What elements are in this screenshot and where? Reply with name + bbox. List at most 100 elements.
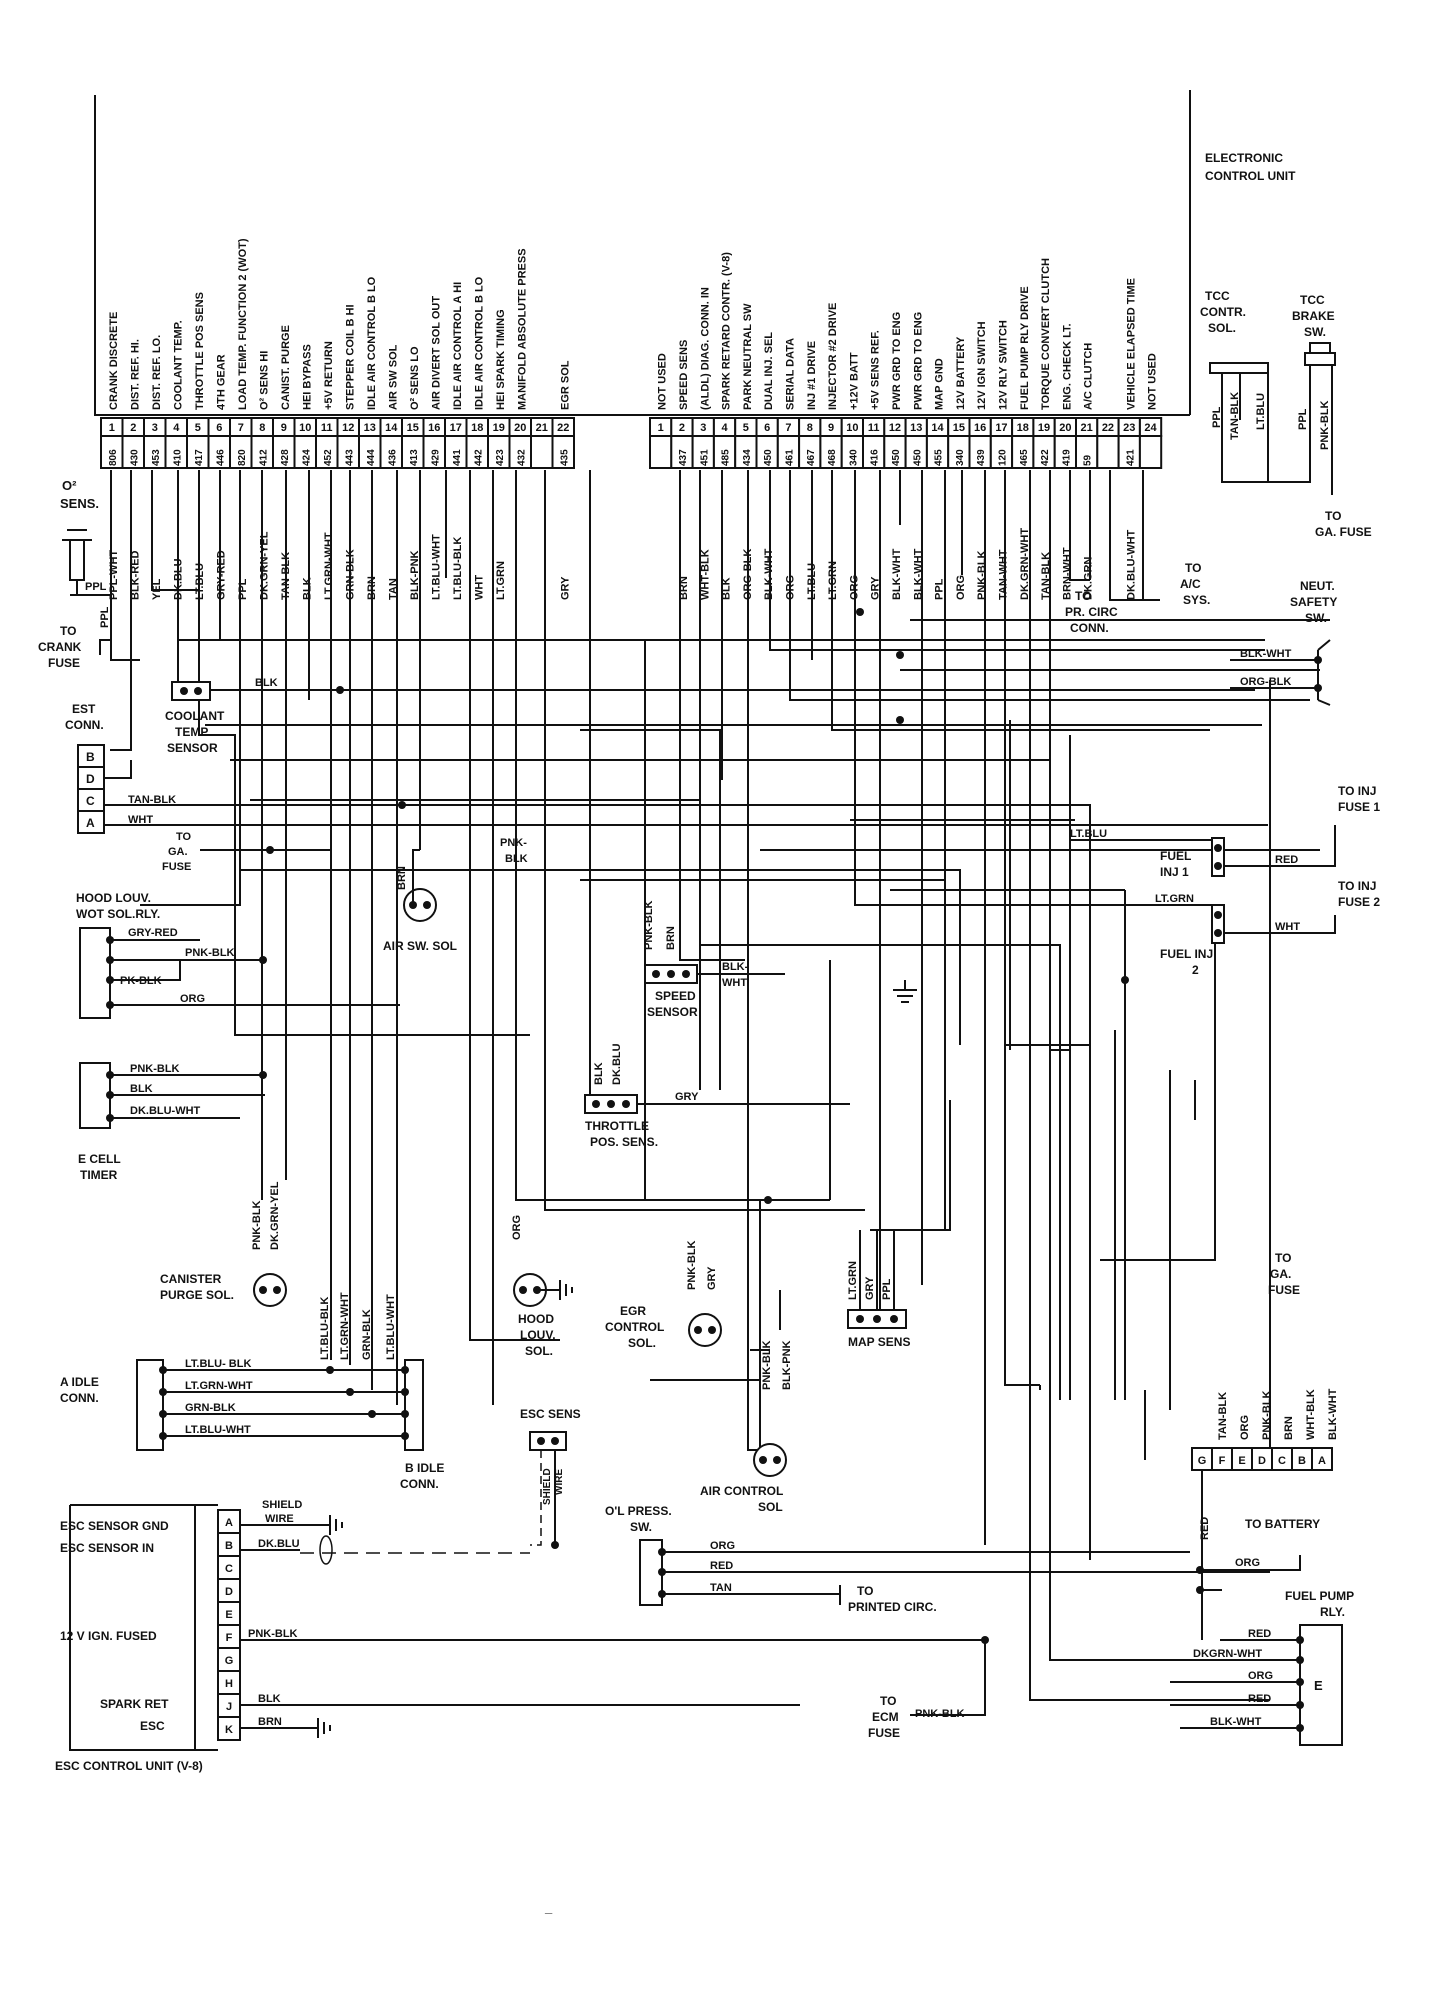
left-pin-number: 5 <box>195 422 201 434</box>
speed-sensor <box>644 964 785 984</box>
left-pin-function: IDLE AIR CONTROL B LO <box>366 276 378 410</box>
hood-rly-label-1: HOOD LOUV. <box>76 891 151 905</box>
tcc-tan-blk: TAN-BLK <box>1229 392 1241 440</box>
to-inj2-1: TO INJ <box>1338 879 1376 893</box>
connector-red-wire <box>1201 1470 1222 1640</box>
to-ga-fuse-b-2: GA. <box>1270 1267 1291 1281</box>
right-circuit-number: 450 <box>891 449 902 466</box>
right-pin-number: 14 <box>931 422 944 434</box>
esc-pin-letter: B <box>225 1540 233 1552</box>
tcc-sol-label-2: CONTR. <box>1200 305 1246 319</box>
right-wire-color: BLK <box>721 577 733 600</box>
right-pin-number: 5 <box>743 422 749 434</box>
egr-label-1: EGR <box>620 1304 646 1318</box>
egr-label-3: SOL. <box>628 1336 656 1350</box>
left-pin-function: O² SENS HI <box>258 351 270 410</box>
right-pin-number: 21 <box>1081 422 1093 434</box>
left-pin-number: 18 <box>471 422 483 434</box>
left-wire-color: BLK-PNK <box>409 550 421 600</box>
speed-pnk-blk: PNK-BLK <box>643 900 655 950</box>
to-ga-fuse-r-2: GA. FUSE <box>1315 525 1372 539</box>
speed-label-2: SENSOR <box>647 1005 698 1019</box>
esc-pin-letter: J <box>226 1701 232 1713</box>
left-pin-function: IDLE AIR CONTROL B LO <box>473 276 485 410</box>
tcc-sol-label-1: TCC <box>1205 289 1230 303</box>
right-pin-function: FUEL PUMP RLY DRIVE <box>1019 286 1031 410</box>
oil-tan: TAN <box>710 1582 732 1594</box>
left-circuit-number: 412 <box>258 449 269 466</box>
speed-label-1: SPEED <box>655 989 696 1003</box>
right-pin-number: 12 <box>889 422 901 434</box>
tps-gry: GRY <box>675 1091 699 1103</box>
ecell-blk: BLK <box>130 1083 153 1095</box>
tcc-brake-label-1: TCC <box>1300 293 1325 307</box>
to-pr-2: PR. CIRC <box>1065 605 1118 619</box>
esc-control-unit <box>69 1504 218 1751</box>
right-wire-color: BLK-WHT <box>891 548 903 600</box>
hood-sol-label-1: HOOD <box>518 1312 554 1326</box>
esc-shield-1: SHIELD <box>542 1468 553 1505</box>
left-circuit-number: 443 <box>344 449 355 466</box>
map-sensor <box>847 1230 907 1329</box>
neut-label-1: NEUT. <box>1300 579 1335 593</box>
canister-label-2: PURGE SOL. <box>160 1288 234 1302</box>
junction-dots <box>259 608 1204 1644</box>
left-wire-color: LT.GRN <box>495 561 507 600</box>
battery-org: ORG <box>1235 1557 1260 1569</box>
to-ecm-1: TO <box>880 1694 896 1708</box>
oil-red: RED <box>710 1560 733 1572</box>
to-printed-2: PRINTED CIRC. <box>848 1600 937 1614</box>
speed-blk: BLK- <box>722 961 749 973</box>
to-ga-fuse-l-2: GA. <box>168 846 188 858</box>
fpr-red1: RED <box>1248 1628 1271 1640</box>
conn-red: RED <box>1199 1517 1211 1540</box>
to-pr-3: CONN. <box>1070 621 1109 635</box>
esc-spark-label-1: SPARK RET <box>100 1697 169 1711</box>
hood-louver-solenoid <box>513 1273 573 1307</box>
ecm-fuse-wire <box>910 1640 986 1716</box>
left-pin-function: STEPPER COIL B HI <box>344 304 356 410</box>
right-pin-function: MAP GND <box>934 358 946 410</box>
left-pin-function: THROTTLE POS SENS <box>194 292 206 410</box>
right-pin-number: 24 <box>1144 422 1157 434</box>
o2-ppl: PPL <box>85 581 107 593</box>
hood-rly-label-2: WOT SOL.RLY. <box>76 907 160 921</box>
a-idle-w4: LT.BLU-WHT <box>185 1424 251 1436</box>
esc-pin-letter: F <box>226 1632 233 1644</box>
right-pin-number: 1 <box>658 422 664 434</box>
o2-sens-label-1: O² <box>62 478 77 493</box>
left-wire-color: LT.BLU-WHT <box>430 534 442 600</box>
tcc-pnk-blk: PNK-BLK <box>1319 400 1331 450</box>
right-circuit-number: 461 <box>784 449 795 466</box>
idle-v-2: LT.GRN-WHT <box>339 1292 351 1360</box>
right-circuit-number: 451 <box>699 449 710 466</box>
esc-pin-letter: K <box>225 1724 233 1736</box>
egr-pnk-blk: PNK-BLK <box>686 1240 698 1290</box>
battery-wire <box>1200 1555 1301 1571</box>
neut-label-2: SAFETY <box>1290 595 1337 609</box>
map-sens-label: MAP SENS <box>848 1335 910 1349</box>
right-wire-color: GRY <box>870 576 882 600</box>
right-pin-function: NOT USED <box>1147 353 1159 410</box>
esc-12v-label: 12 V IGN. FUSED <box>60 1629 157 1643</box>
right-wire-color: DK.BLU-WHT <box>1125 529 1137 600</box>
hood-gry-red: GRY-RED <box>128 927 178 939</box>
right-pin-function: SPEED SENS <box>678 340 690 410</box>
air-switch-solenoid <box>403 849 437 922</box>
est-pin-b: B <box>86 750 95 764</box>
right-circuit-cell <box>1138 435 1163 469</box>
left-wire-color: GRY <box>559 576 571 600</box>
right-wire-color: LT.GRN <box>827 561 839 600</box>
esc-unit-label: ESC CONTROL UNIT (V-8) <box>55 1759 203 1773</box>
left-circuit-number: 429 <box>430 449 441 466</box>
left-circuit-cell <box>551 435 575 469</box>
right-pin-function: +12V BATT <box>848 352 860 410</box>
est-pin-c: C <box>86 794 95 808</box>
air-sw-brn: BRN <box>396 866 408 890</box>
crank-fuse-wire <box>99 595 112 655</box>
fpr-label-1: FUEL PUMP <box>1285 1589 1354 1603</box>
left-pin-function: HEI BYPASS <box>301 344 313 410</box>
tcc-control-solenoid <box>1209 362 1269 483</box>
neutral-safety-switch <box>1230 639 1331 706</box>
